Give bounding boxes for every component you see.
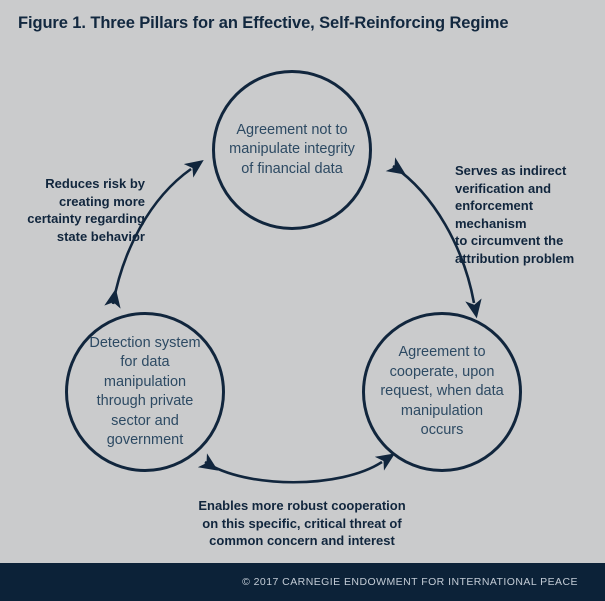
bottom-arc-double-arrow xyxy=(197,453,396,484)
arc-caption-right: Serves as indirect verification and enfo… xyxy=(455,163,575,266)
pillar-label-agreement-cooperate: Agreement to cooperate, upon request, wh… xyxy=(380,344,504,439)
footer-bar: © 2017 CARNEGIE ENDOWMENT FOR INTERNATIO… xyxy=(0,563,605,601)
pillar-circle-agreement-cooperate: Agreement to cooperate, upon request, wh… xyxy=(362,312,522,472)
copyright-credit: © 2017 CARNEGIE ENDOWMENT FOR INTERNATIO… xyxy=(242,576,578,588)
right-arc-double-arrow xyxy=(385,157,482,319)
arc-caption-bottom: Enables more robust cooperation on this … xyxy=(198,498,406,548)
pillar-label-agreement-integrity: Agreement not to manipulate integrity of… xyxy=(229,121,355,177)
pillar-label-detection-system: Detection system for data manipulation t… xyxy=(89,334,201,449)
pillar-circle-agreement-integrity: Agreement not to manipulate integrity of… xyxy=(212,70,372,230)
pillar-circle-detection-system: Detection system for data manipulation t… xyxy=(65,312,225,472)
left-arc-double-arrow xyxy=(104,159,204,309)
figure-title: Figure 1. Three Pillars for an Effective… xyxy=(18,14,509,32)
arc-caption-left: Reduces risk by creating more certainty … xyxy=(27,176,145,244)
